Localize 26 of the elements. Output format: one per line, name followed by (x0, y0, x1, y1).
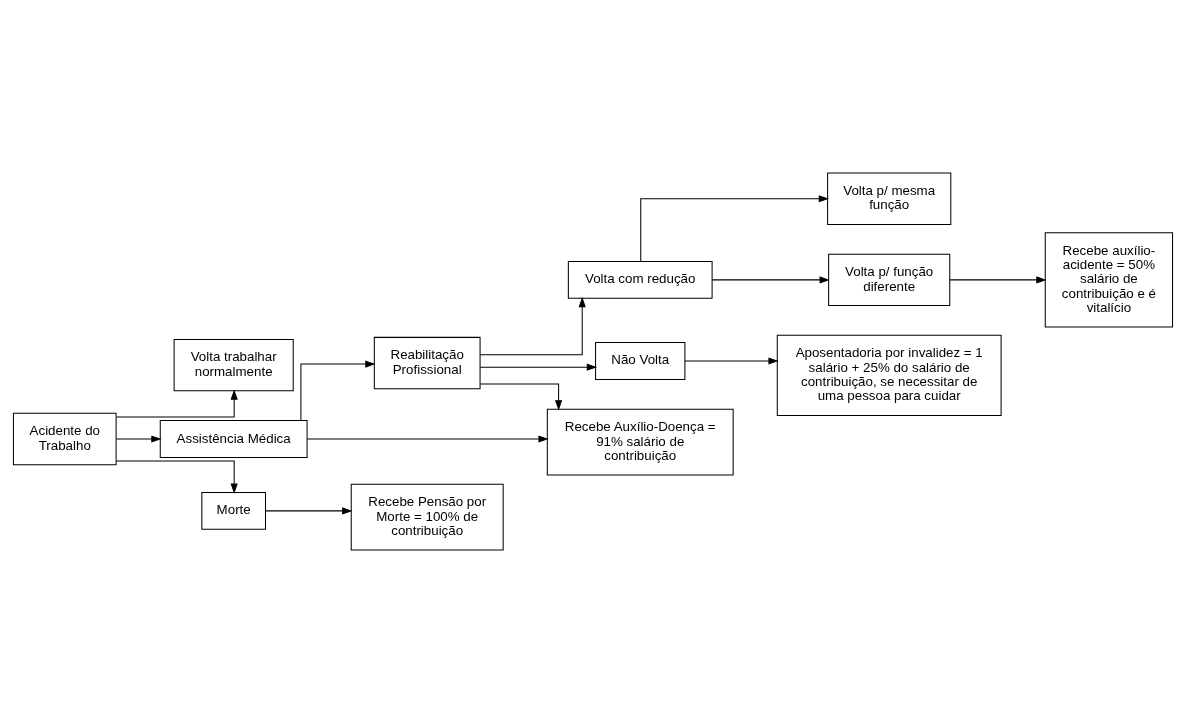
node-box: Acidente do Trabalho (12, 412, 117, 465)
arrow (116, 460, 238, 494)
node-box: Volta trabalhar normalmente (173, 338, 294, 391)
arrow (300, 359, 376, 421)
node-box: Volta com redução (567, 260, 713, 299)
arrow (479, 296, 586, 355)
arrow (684, 356, 779, 365)
node-box: Aposentadoria por invalidez = 1 salário + 25% do salário de contribuição, se necessitar de uma pessoa para cuidar (776, 334, 1002, 416)
node-box: Recebe auxílio-acidente = 50% salário de contribuição e é vitalício (1044, 231, 1174, 328)
node-box: Recebe Pensão por Morte = 100% de contribuição (350, 483, 504, 550)
arrow (115, 434, 162, 443)
node-box: Volta p/ mesma função (827, 172, 952, 225)
node-box: Reabilitação Profissional (373, 336, 481, 389)
arrow (640, 194, 829, 262)
arrow (711, 275, 830, 283)
node-box: Recebe Auxílio-Doença = 91% salário de contribuição (546, 408, 734, 475)
arrow (479, 383, 563, 411)
node-box: Não Volta (595, 341, 686, 380)
arrow (479, 363, 598, 371)
arrow (306, 434, 549, 443)
node-box: Volta p/ função diferente (828, 253, 951, 306)
arrow (116, 388, 238, 417)
arrow (265, 506, 353, 514)
node-box: Assistência Médica (159, 419, 308, 458)
arrow (949, 275, 1047, 283)
node-box: Morte (201, 491, 266, 530)
